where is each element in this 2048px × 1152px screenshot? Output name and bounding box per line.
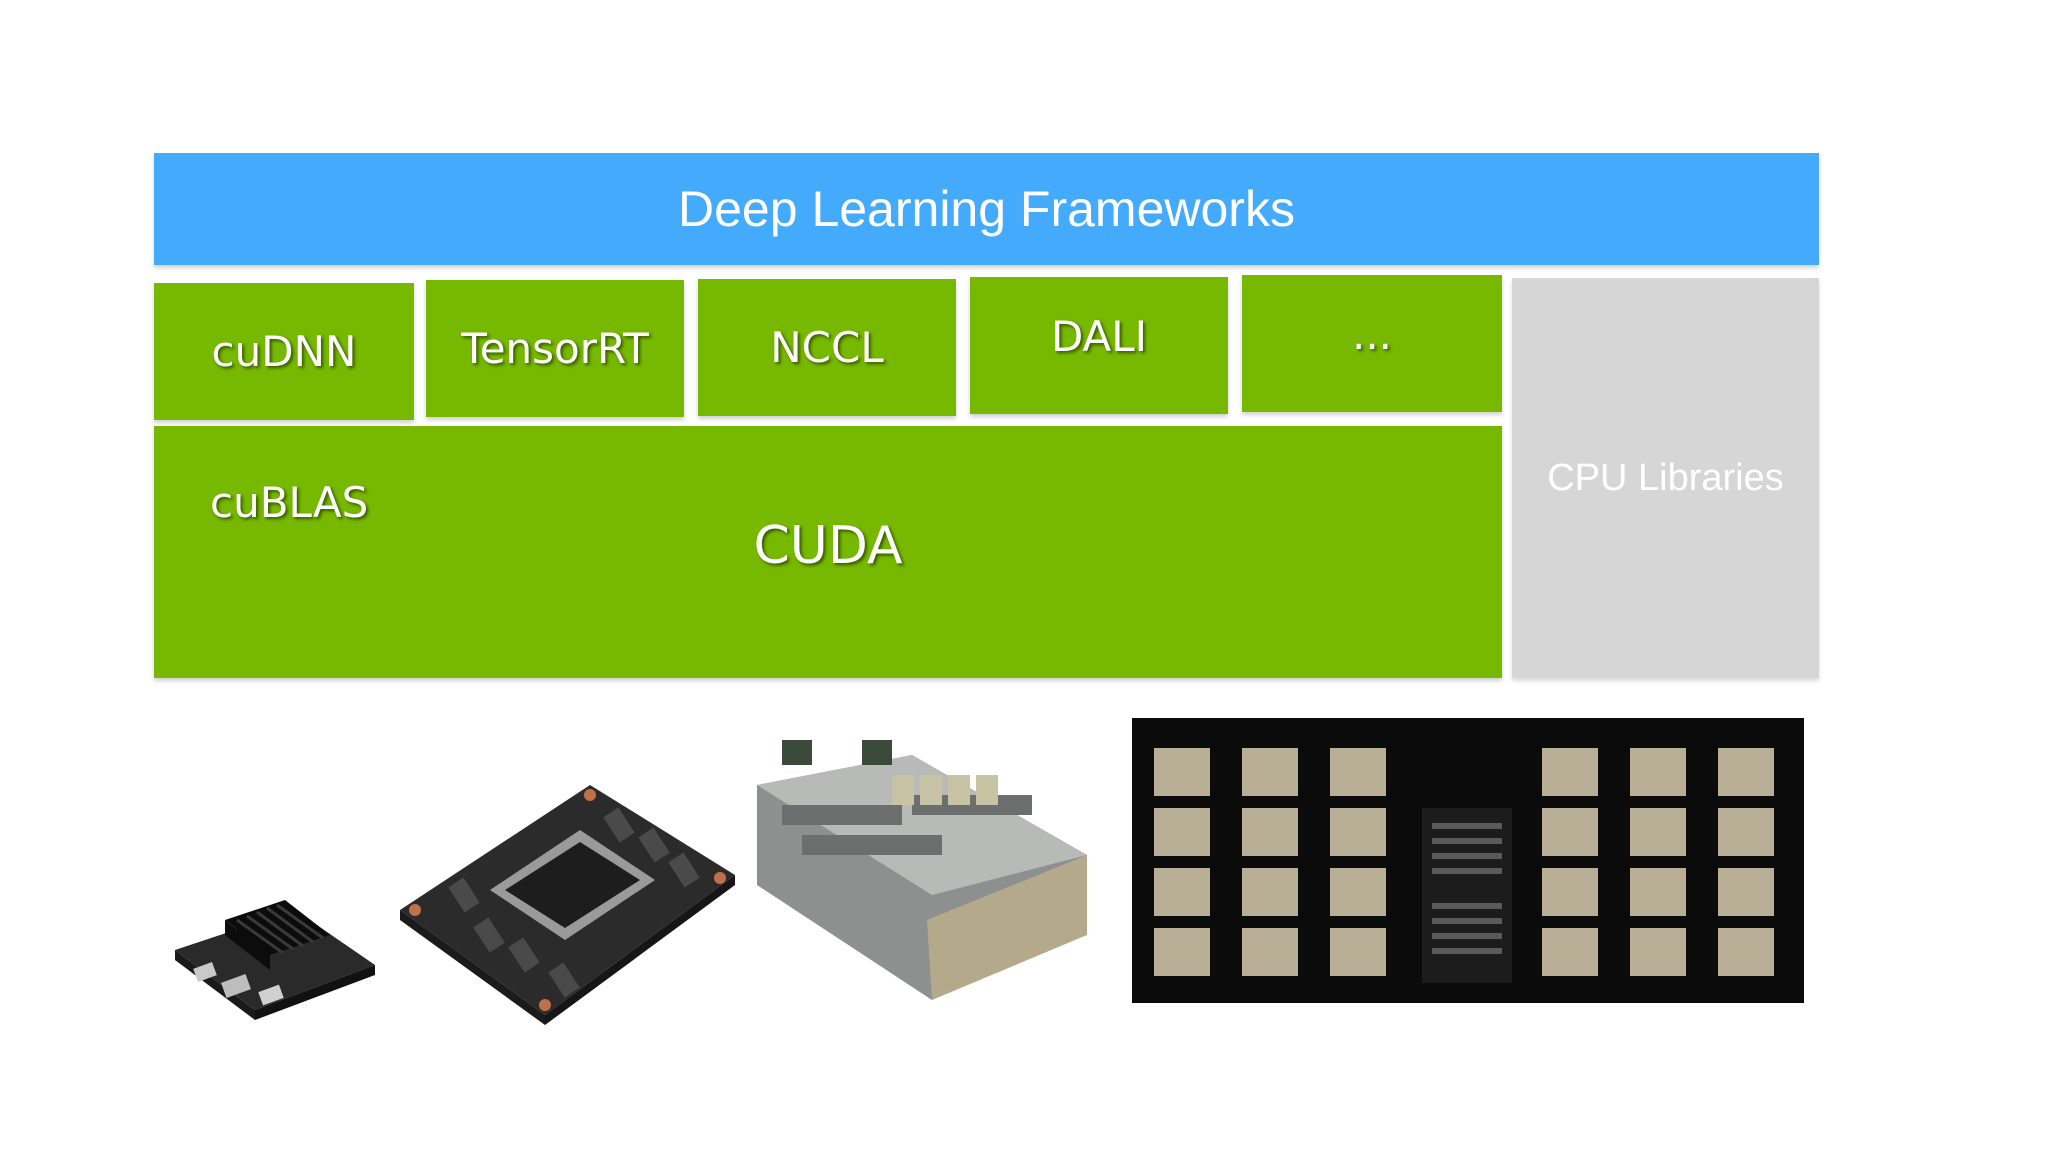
library-block-dali: DALI [970, 277, 1228, 414]
cublas-label: cuBLAS [210, 478, 369, 527]
library-block-nccl: NCCL [698, 279, 956, 416]
cpu-libraries-block: CPU Libraries [1512, 278, 1819, 678]
library-block-cudnn: cuDNN [154, 283, 414, 420]
library-label-dali: DALI [1050, 312, 1148, 361]
library-block-tensorrt: TensorRT [426, 280, 684, 417]
jetson-nano-board-icon [165, 870, 385, 1030]
library-label-more: ... [1351, 310, 1393, 359]
deep-learning-frameworks-banner: Deep Learning Frameworks [154, 153, 1819, 265]
cuda-block: cuBLAS CUDA [154, 426, 1502, 678]
library-block-more: ... [1242, 275, 1502, 412]
supercomputer-racks-icon [1132, 718, 1804, 1003]
cuda-label: CUDA [753, 516, 903, 576]
cpu-libraries-label: CPU Libraries [1547, 456, 1784, 499]
gpu-module-icon [395, 770, 740, 1035]
library-label-nccl: NCCL [770, 323, 884, 372]
banner-label: Deep Learning Frameworks [678, 181, 1295, 237]
library-label-cudnn: cuDNN [211, 327, 357, 376]
server-tray-icon [742, 735, 1092, 1025]
library-label-tensorrt: TensorRT [461, 324, 649, 373]
